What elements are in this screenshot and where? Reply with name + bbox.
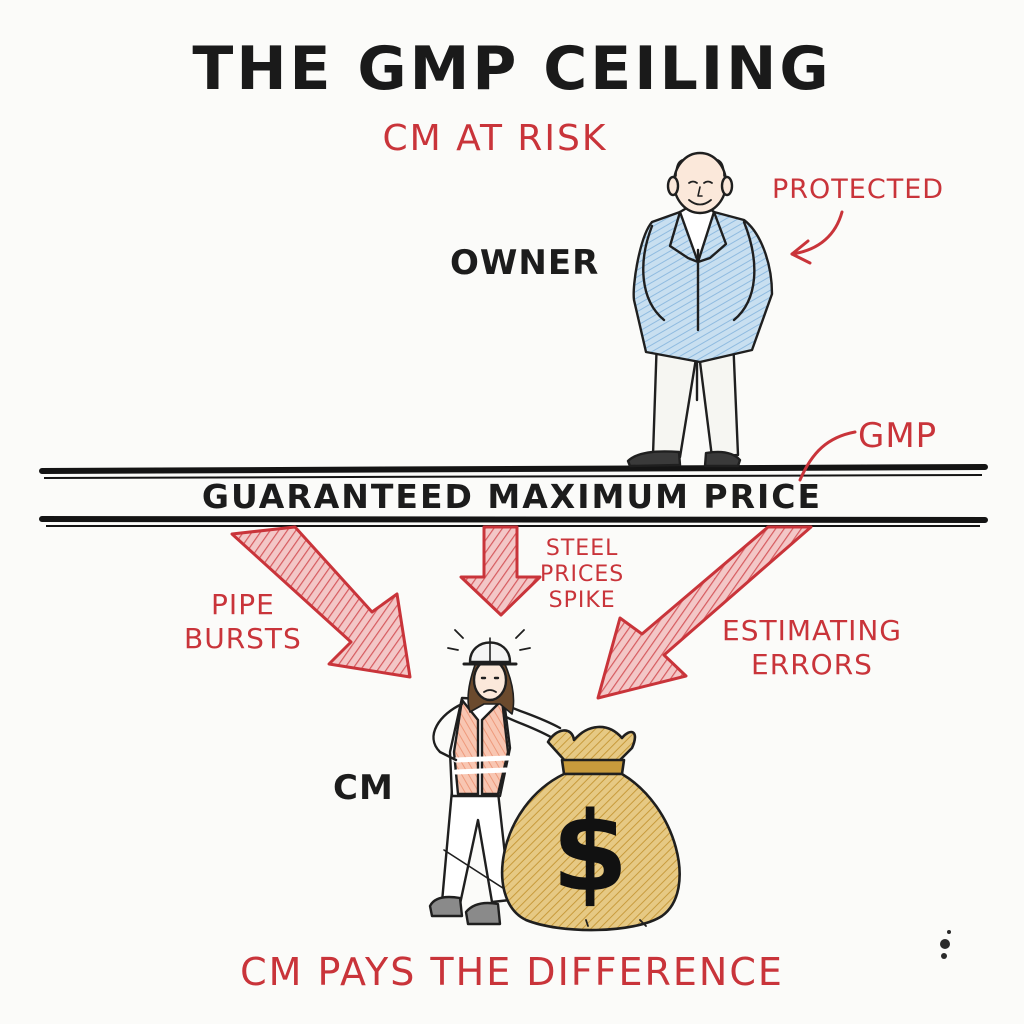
risk-label-line: BURSTS [184,622,302,655]
gmp-pointer-line [798,430,857,482]
money-bag [500,725,681,932]
bag-dollar-symbol: $ [552,788,629,916]
risk-label-line: ERRORS [751,648,873,681]
protected-note: PROTECTED [772,174,945,205]
risk-label-line: SPIKE [548,588,616,613]
risk-label-estimating-errors: ESTIMATING ERRORS [722,614,902,682]
risk-arrow-estimating-errors [596,525,813,700]
risk-label-line: PRICES [540,562,625,587]
gmp-ceiling-bar [39,464,988,527]
risk-arrow-steel-prices [459,525,542,617]
owner-figure [626,151,774,468]
risk-label-line: PIPE [211,588,275,621]
owner-label: OWNER [450,243,600,283]
risk-label-steel-prices: STEEL PRICES SPIKE [540,536,624,614]
conclusion-caption: CM PAYS THE DIFFERENCE [240,950,784,994]
guaranteed-maximum-price-label: GUARANTEED MAXIMUM PRICE [201,477,823,516]
risk-label-line: STEEL [545,536,619,561]
risk-label-pipe-bursts: PIPE BURSTS [184,588,302,656]
protected-arrow [790,210,844,265]
gmp-label: GMP [858,416,938,456]
cm-worker-figure [428,629,562,926]
cm-label: CM [333,768,394,808]
ink-blot [940,930,951,959]
risk-label-line: ESTIMATING [722,614,902,647]
risk-arrow-pipe-bursts [230,525,412,679]
diagram-subtitle: CM AT RISK [382,118,608,159]
diagram-title: THE GMP CEILING [192,34,832,104]
